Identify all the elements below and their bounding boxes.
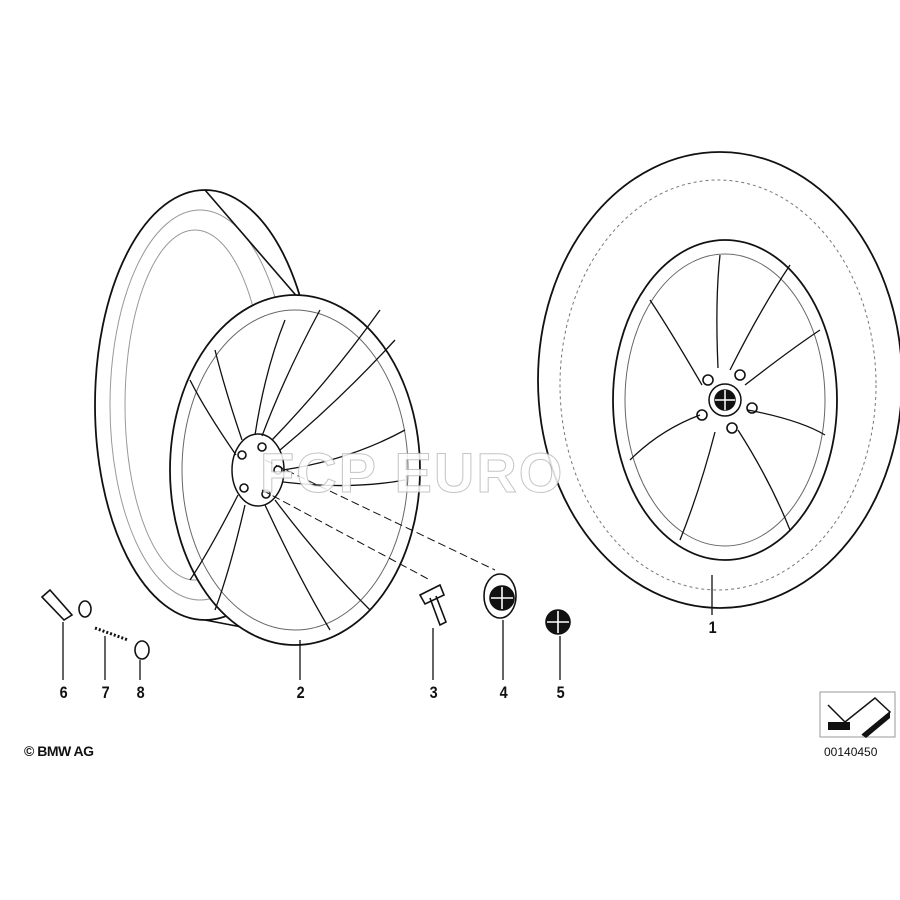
callout-2: 2 bbox=[296, 683, 305, 702]
watermark: FCP EURO bbox=[259, 441, 565, 505]
wheel-bolt bbox=[418, 583, 448, 627]
alloy-rim bbox=[94, 189, 421, 646]
orientation-arrow-icon bbox=[819, 691, 896, 738]
valve-core bbox=[94, 626, 129, 642]
callout-6: 6 bbox=[59, 683, 68, 702]
emblem bbox=[545, 609, 571, 635]
callout-5: 5 bbox=[556, 683, 565, 702]
callout-1: 1 bbox=[708, 618, 717, 637]
valve-cap bbox=[134, 640, 150, 660]
document-number: 00140450 bbox=[824, 745, 878, 759]
callout-4: 4 bbox=[499, 683, 508, 702]
callout-3: 3 bbox=[429, 683, 438, 702]
callout-7: 7 bbox=[101, 683, 110, 702]
copyright: © BMW AG bbox=[24, 743, 94, 759]
complete-wheel-tire bbox=[537, 151, 900, 609]
hub-cap bbox=[483, 573, 517, 619]
valve bbox=[40, 588, 92, 622]
callout-8: 8 bbox=[136, 683, 145, 702]
